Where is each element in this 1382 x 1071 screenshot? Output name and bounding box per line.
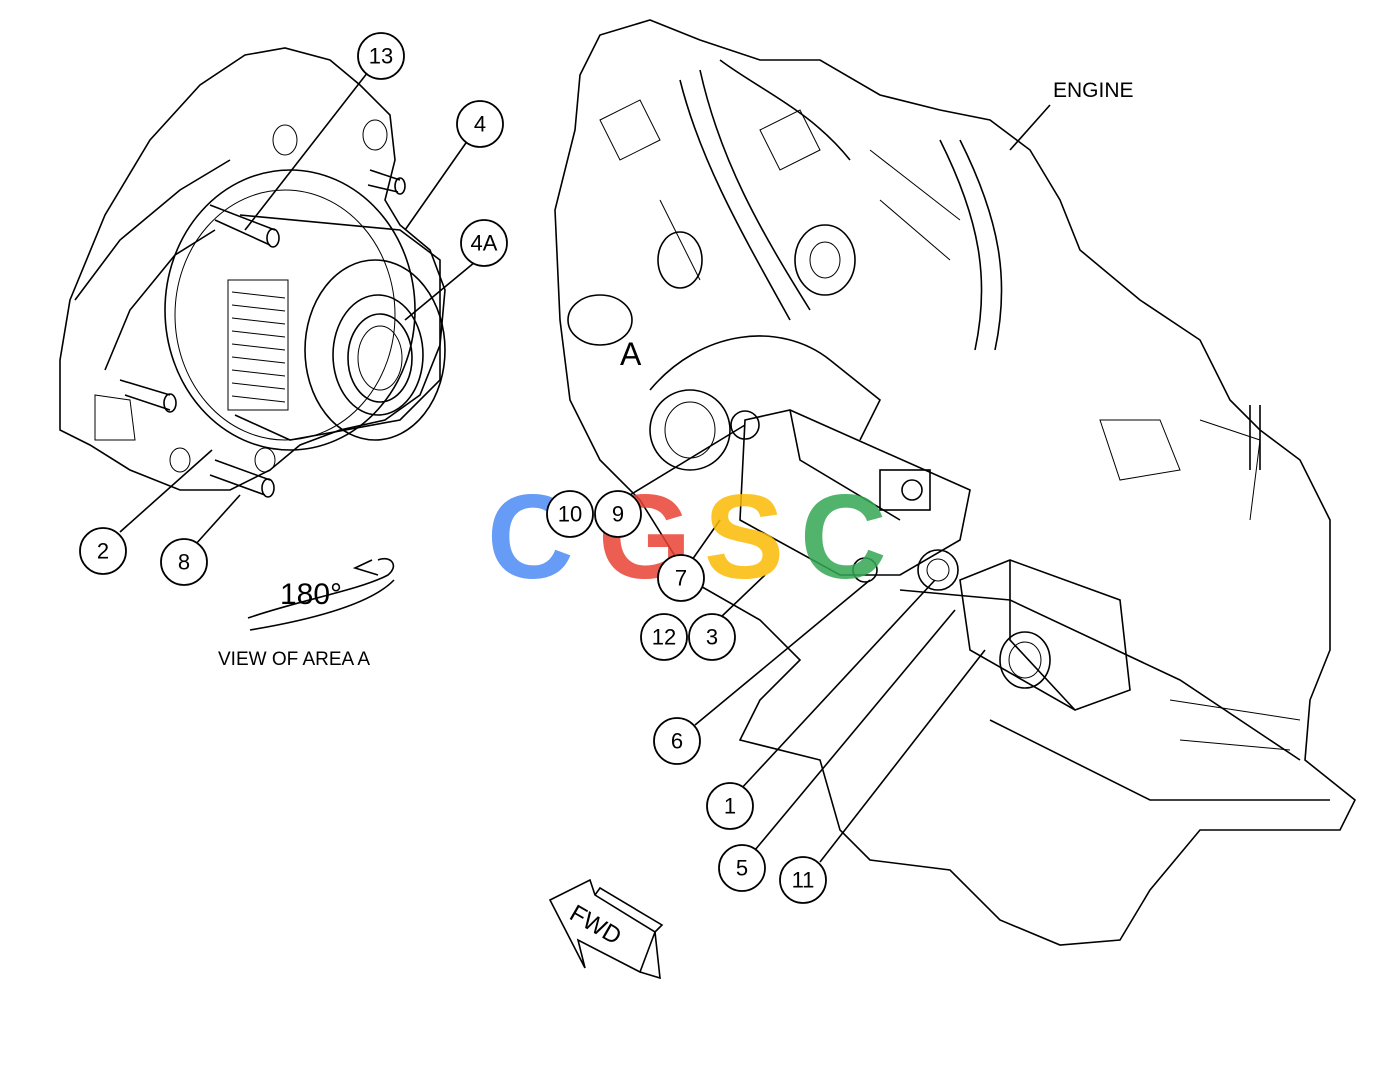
callout-9: 8 bbox=[160, 538, 208, 586]
forward-arrow: FWD bbox=[548, 878, 664, 980]
callout-11: 10 bbox=[546, 490, 594, 538]
callout-4a: 4A bbox=[460, 219, 508, 267]
rotation-label: 180° bbox=[280, 578, 342, 611]
callout-13: 13 bbox=[357, 32, 405, 80]
leader-lines bbox=[119, 71, 986, 863]
callout-6: 11 bbox=[779, 856, 827, 904]
callout-9-label: 8 bbox=[178, 550, 190, 575]
callout-7: 6 bbox=[653, 717, 701, 765]
callout-10-label: 9 bbox=[612, 502, 624, 527]
callout-2: 2 bbox=[79, 527, 127, 575]
callout-6-label: 11 bbox=[792, 868, 815, 893]
rotation-arrow bbox=[247, 557, 395, 631]
watermark-letter-4: C bbox=[800, 470, 887, 604]
watermark-letter-1: C bbox=[487, 470, 574, 604]
engine-label: ENGINE bbox=[1053, 79, 1134, 102]
callout-13-label: 13 bbox=[369, 44, 393, 69]
view-caption: VIEW OF AREA A bbox=[218, 649, 370, 670]
callout-4a-label: 4A bbox=[471, 231, 498, 256]
callout-10: 9 bbox=[594, 490, 642, 538]
callout-1: 1 bbox=[706, 782, 754, 830]
forward-label: FWD bbox=[565, 900, 626, 951]
callout-1-label: 1 bbox=[724, 794, 736, 819]
area-a-marker: A bbox=[620, 336, 642, 372]
callout-4-label: 4 bbox=[474, 112, 486, 137]
watermark-letter-3: S bbox=[704, 470, 784, 604]
callout-5-label: 5 bbox=[736, 856, 748, 881]
callout-3-label: 3 bbox=[706, 625, 718, 650]
callout-2-label: 2 bbox=[97, 539, 109, 564]
callout-5: 5 bbox=[718, 844, 766, 892]
callout-12-label: 12 bbox=[652, 625, 676, 650]
callout-12: 12 bbox=[640, 613, 688, 661]
callout-8: 7 bbox=[657, 554, 705, 602]
callout-3: 3 bbox=[688, 613, 736, 661]
engine-drawing bbox=[554, 19, 1357, 946]
callout-11-label: 10 bbox=[558, 502, 582, 527]
pump-view-drawing bbox=[59, 47, 446, 498]
callout-8-label: 7 bbox=[675, 566, 687, 591]
callout-4: 4 bbox=[456, 100, 504, 148]
engine-leader-line bbox=[1009, 104, 1051, 151]
callout-7-label: 6 bbox=[671, 729, 683, 754]
